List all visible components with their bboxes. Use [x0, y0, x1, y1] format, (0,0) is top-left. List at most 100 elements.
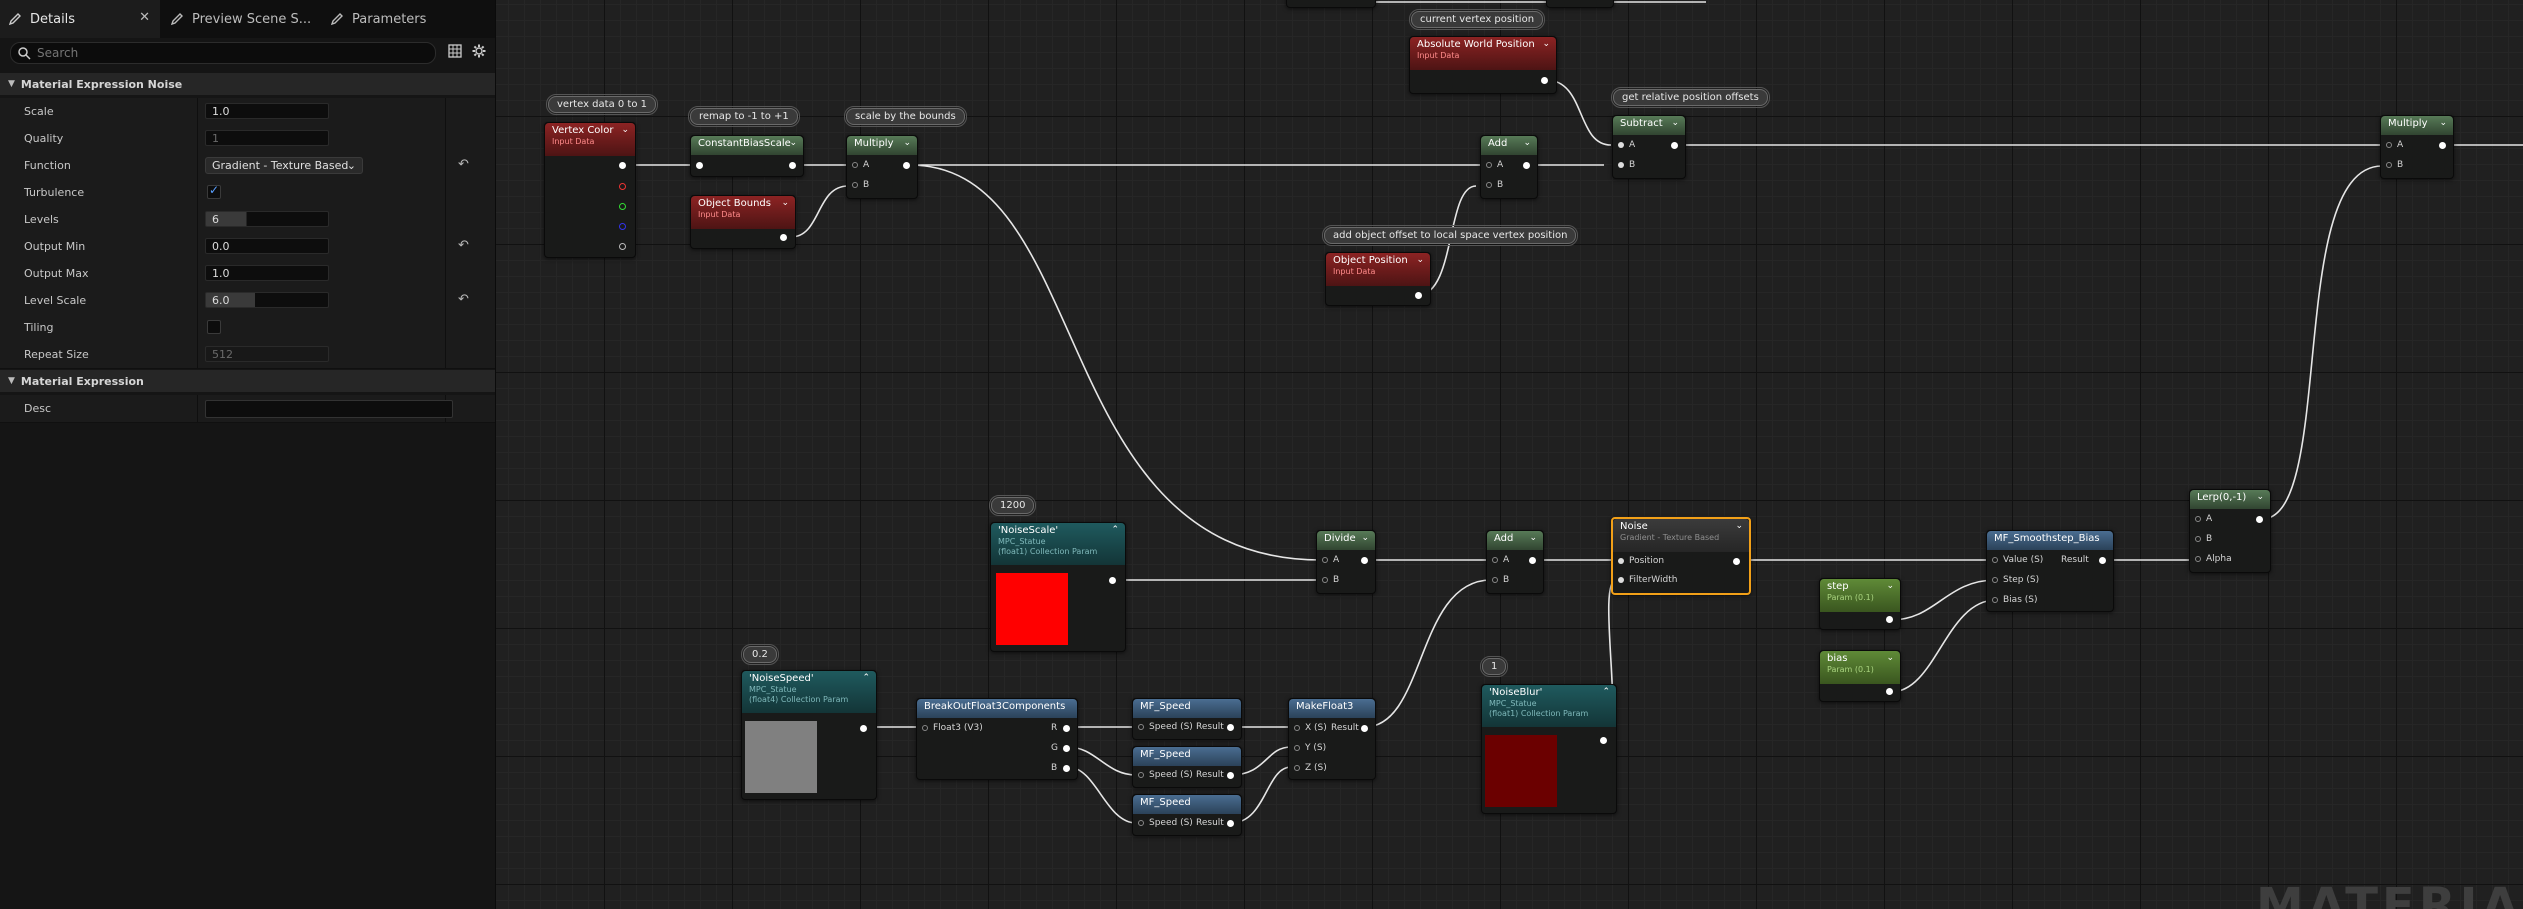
turbulence-checkbox[interactable]	[207, 183, 221, 199]
input-pin-float3[interactable]: Float3 (V3)	[922, 723, 983, 733]
output-pin[interactable]	[1886, 688, 1893, 695]
output-pin[interactable]	[1541, 77, 1548, 84]
comment-scale-bounds[interactable]: scale by the bounds	[844, 106, 967, 127]
input-pin-a[interactable]: A	[1322, 555, 1339, 565]
chevron-down-icon[interactable]: ⌄	[621, 125, 629, 135]
chevron-down-icon[interactable]: ⌄	[1529, 533, 1537, 543]
output-pin[interactable]	[1063, 725, 1070, 732]
chevron-down-icon[interactable]: ⌄	[1523, 138, 1531, 148]
reset-arrow-icon[interactable]: ↶	[458, 157, 469, 172]
node-offscreen[interactable]	[1286, 0, 1376, 8]
input-pin-b[interactable]: B	[852, 180, 869, 190]
node-subtract[interactable]: Subtract⌄ A B	[1612, 115, 1686, 179]
output-pin[interactable]	[1227, 724, 1234, 731]
levels-slider[interactable]: 6	[205, 211, 329, 227]
output-pin-r[interactable]	[619, 183, 626, 190]
chevron-down-icon[interactable]: ⌄	[903, 138, 911, 148]
comment-vertex-data[interactable]: vertex data 0 to 1	[546, 94, 658, 115]
chevron-down-icon[interactable]: ⌄	[1416, 255, 1424, 265]
scale-input[interactable]: 1.0	[205, 103, 329, 119]
input-pin-speed[interactable]: Speed (S)	[1138, 818, 1193, 828]
input-pin-b[interactable]: B	[1492, 575, 1509, 585]
output-pin[interactable]	[2099, 557, 2106, 564]
output-pin-b[interactable]	[619, 223, 626, 230]
input-pin-z[interactable]: Z (S)	[1294, 763, 1327, 773]
output-pin[interactable]	[2439, 142, 2446, 149]
reset-arrow-icon[interactable]: ↶	[458, 292, 469, 307]
material-graph[interactable]: vertex data 0 to 1 remap to -1 to +1 sca…	[496, 0, 2523, 909]
output-pin-result[interactable]: Result	[1331, 723, 1359, 733]
output-pin-result[interactable]: Result	[1196, 770, 1224, 780]
chevron-down-icon[interactable]: ⌄	[1735, 521, 1743, 531]
tiling-checkbox[interactable]	[207, 320, 221, 334]
quality-input[interactable]: 1	[205, 130, 329, 146]
output-pin-r[interactable]: R	[1051, 723, 1058, 733]
section-material-expression-noise[interactable]: ▼ Material Expression Noise	[0, 73, 495, 95]
node-noise-speed[interactable]: 'NoiseSpeed'MPC_Statue(float4) Collectio…	[741, 670, 877, 800]
output-pin[interactable]	[1523, 162, 1530, 169]
output-pin[interactable]	[1227, 772, 1234, 779]
table-view-icon[interactable]	[448, 44, 462, 58]
node-noise-scale[interactable]: 'NoiseScale'MPC_Statue(float1) Collectio…	[990, 522, 1126, 652]
output-pin[interactable]	[619, 162, 626, 169]
function-dropdown[interactable]: Gradient - Texture Based⌄	[205, 157, 363, 174]
chevron-up-icon[interactable]: ⌃	[1111, 525, 1119, 535]
search-input[interactable]	[35, 44, 429, 62]
input-pin-a[interactable]: A	[1618, 140, 1635, 150]
output-pin[interactable]	[1109, 577, 1116, 584]
chevron-down-icon[interactable]: ⌄	[1361, 533, 1369, 543]
chevron-up-icon[interactable]: ⌃	[1602, 687, 1610, 697]
input-pin-a[interactable]: A	[1486, 160, 1503, 170]
input-pin-b[interactable]: B	[1322, 575, 1339, 585]
input-pin-filterwidth[interactable]: FilterWidth	[1618, 575, 1677, 585]
chevron-down-icon[interactable]: ⌄	[1886, 653, 1894, 663]
node-mf-speed[interactable]: MF_Speed Speed (S) Result	[1132, 698, 1242, 740]
chevron-down-icon[interactable]: ⌄	[789, 138, 797, 148]
output-max-input[interactable]: 1.0	[205, 265, 329, 281]
input-pin-bias[interactable]: Bias (S)	[1992, 595, 2037, 605]
input-pin-b[interactable]: B	[1486, 180, 1503, 190]
output-pin-b[interactable]: B	[1051, 763, 1058, 773]
input-pin-b[interactable]: B	[2195, 534, 2212, 544]
section-material-expression[interactable]: ▼ Material Expression	[0, 370, 495, 392]
input-pin[interactable]	[696, 162, 703, 169]
input-pin-speed[interactable]: Speed (S)	[1138, 770, 1193, 780]
repeat-size-input[interactable]: 512	[205, 346, 329, 362]
input-pin-step[interactable]: Step (S)	[1992, 575, 2039, 585]
output-pin[interactable]	[1361, 725, 1368, 732]
output-pin[interactable]	[1886, 616, 1893, 623]
output-pin-g[interactable]	[619, 203, 626, 210]
output-pin[interactable]	[1529, 557, 1536, 564]
input-pin-a[interactable]: A	[2386, 140, 2403, 150]
output-pin[interactable]	[1063, 765, 1070, 772]
output-pin[interactable]	[1063, 745, 1070, 752]
reset-arrow-icon[interactable]: ↶	[458, 238, 469, 253]
input-pin-y[interactable]: Y (S)	[1294, 743, 1326, 753]
node-mf-speed[interactable]: MF_Speed Speed (S) Result	[1132, 794, 1242, 836]
comment-noise-speed-value[interactable]: 0.2	[741, 644, 779, 665]
node-add[interactable]: Add⌄ A B	[1480, 135, 1538, 199]
chevron-down-icon[interactable]: ⌄	[1886, 581, 1894, 591]
output-pin[interactable]	[2256, 516, 2263, 523]
node-add[interactable]: Add⌄ A B	[1486, 530, 1544, 594]
tab-parameters[interactable]: Parameters	[330, 0, 450, 38]
chevron-down-icon[interactable]: ⌄	[1671, 118, 1679, 128]
comment-remap[interactable]: remap to -1 to +1	[688, 106, 800, 127]
node-multiply[interactable]: Multiply⌄ A B	[846, 135, 918, 199]
output-pin-result[interactable]: Result	[1196, 818, 1224, 828]
comment-relative-offsets[interactable]: get relative position offsets	[1611, 87, 1770, 108]
output-pin-result[interactable]: Result	[1196, 722, 1224, 732]
comment-current-vertex[interactable]: current vertex position	[1408, 9, 1546, 30]
output-pin[interactable]	[789, 162, 796, 169]
node-multiply[interactable]: Multiply⌄ A B	[2380, 115, 2454, 179]
tab-preview-scene[interactable]: Preview Scene S...	[170, 0, 325, 38]
input-pin-b[interactable]: B	[1618, 160, 1635, 170]
level-scale-slider[interactable]: 6.0	[205, 292, 329, 308]
comment-noise-blur-value[interactable]: 1	[1479, 656, 1509, 677]
